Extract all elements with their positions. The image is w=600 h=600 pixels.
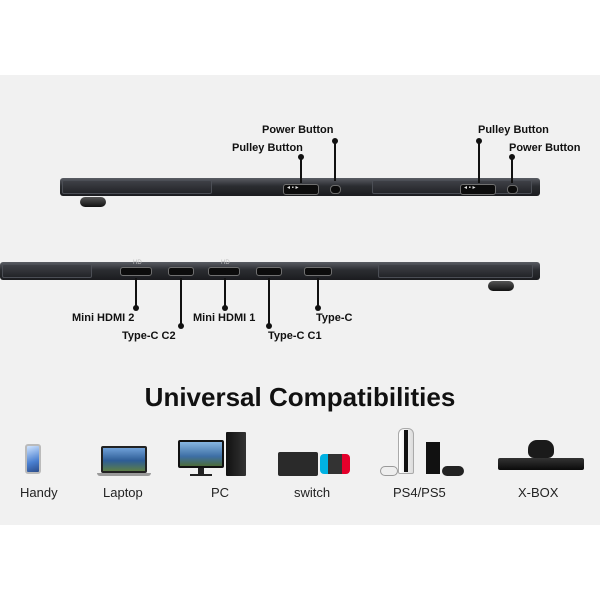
- label-power-button-right: Power Button: [509, 142, 581, 154]
- device-label-xbox: X-BOX: [518, 485, 559, 500]
- desktop-pc-icon: [178, 432, 248, 478]
- lead-line: [334, 141, 336, 181]
- lead-dot: [133, 305, 139, 311]
- bottom-edge-segment: [378, 264, 533, 278]
- compatibility-heading: Universal Compatibilities: [144, 382, 456, 412]
- playstation-icon: [380, 428, 472, 478]
- pulley-button-left[interactable]: ◂ ▪ ▸: [283, 184, 319, 195]
- label-type-c-c1: Type-C C1: [268, 330, 322, 342]
- product-panel: [0, 75, 600, 525]
- lead-line: [180, 278, 182, 326]
- lead-line: [135, 278, 137, 308]
- lead-line: [300, 157, 302, 183]
- label-power-button-left: Power Button: [262, 124, 334, 136]
- pulley-button-right[interactable]: ◂ ▪ ▸: [460, 184, 496, 195]
- device-label-pc: PC: [211, 485, 230, 500]
- lead-line: [478, 141, 480, 183]
- port-type-c[interactable]: [304, 267, 332, 276]
- lead-line: [224, 278, 226, 308]
- smartphone-icon: [25, 444, 41, 474]
- lead-line: [317, 278, 319, 308]
- label-mini-hdmi-2: Mini HDMI 2: [72, 312, 135, 324]
- top-edge-segment: [62, 180, 212, 194]
- port-type-c-c1[interactable]: [256, 267, 282, 276]
- bottom-edge-segment: [2, 264, 92, 278]
- power-button-left[interactable]: [330, 185, 341, 194]
- lead-dot: [222, 305, 228, 311]
- lead-line: [268, 278, 270, 326]
- nintendo-switch-icon: [278, 448, 354, 476]
- stand-foot-left: [80, 197, 106, 207]
- device-label-ps4-ps5: PS4/PS5: [393, 485, 446, 500]
- lead-dot: [178, 323, 184, 329]
- label-mini-hdmi-1: Mini HDMI 1: [193, 312, 256, 324]
- lead-dot: [315, 305, 321, 311]
- lead-dot: [266, 323, 272, 329]
- power-button-right[interactable]: [507, 185, 518, 194]
- port-type-c-c2[interactable]: [168, 267, 194, 276]
- label-pulley-button-left: Pulley Button: [232, 142, 303, 154]
- device-label-laptop: Laptop: [103, 485, 143, 500]
- port-mini-hdmi-2[interactable]: HD: [120, 260, 152, 276]
- label-type-c: Type-C: [316, 312, 353, 324]
- stand-foot-right: [488, 281, 514, 291]
- xbox-icon: [498, 436, 584, 478]
- laptop-icon: [97, 446, 151, 476]
- lead-line: [511, 157, 513, 183]
- label-pulley-button-right: Pulley Button: [478, 124, 549, 136]
- label-type-c-c2: Type-C C2: [122, 330, 176, 342]
- port-mini-hdmi-1[interactable]: HD: [208, 260, 240, 276]
- device-label-handy: Handy: [20, 485, 58, 500]
- device-label-switch: switch: [294, 485, 331, 500]
